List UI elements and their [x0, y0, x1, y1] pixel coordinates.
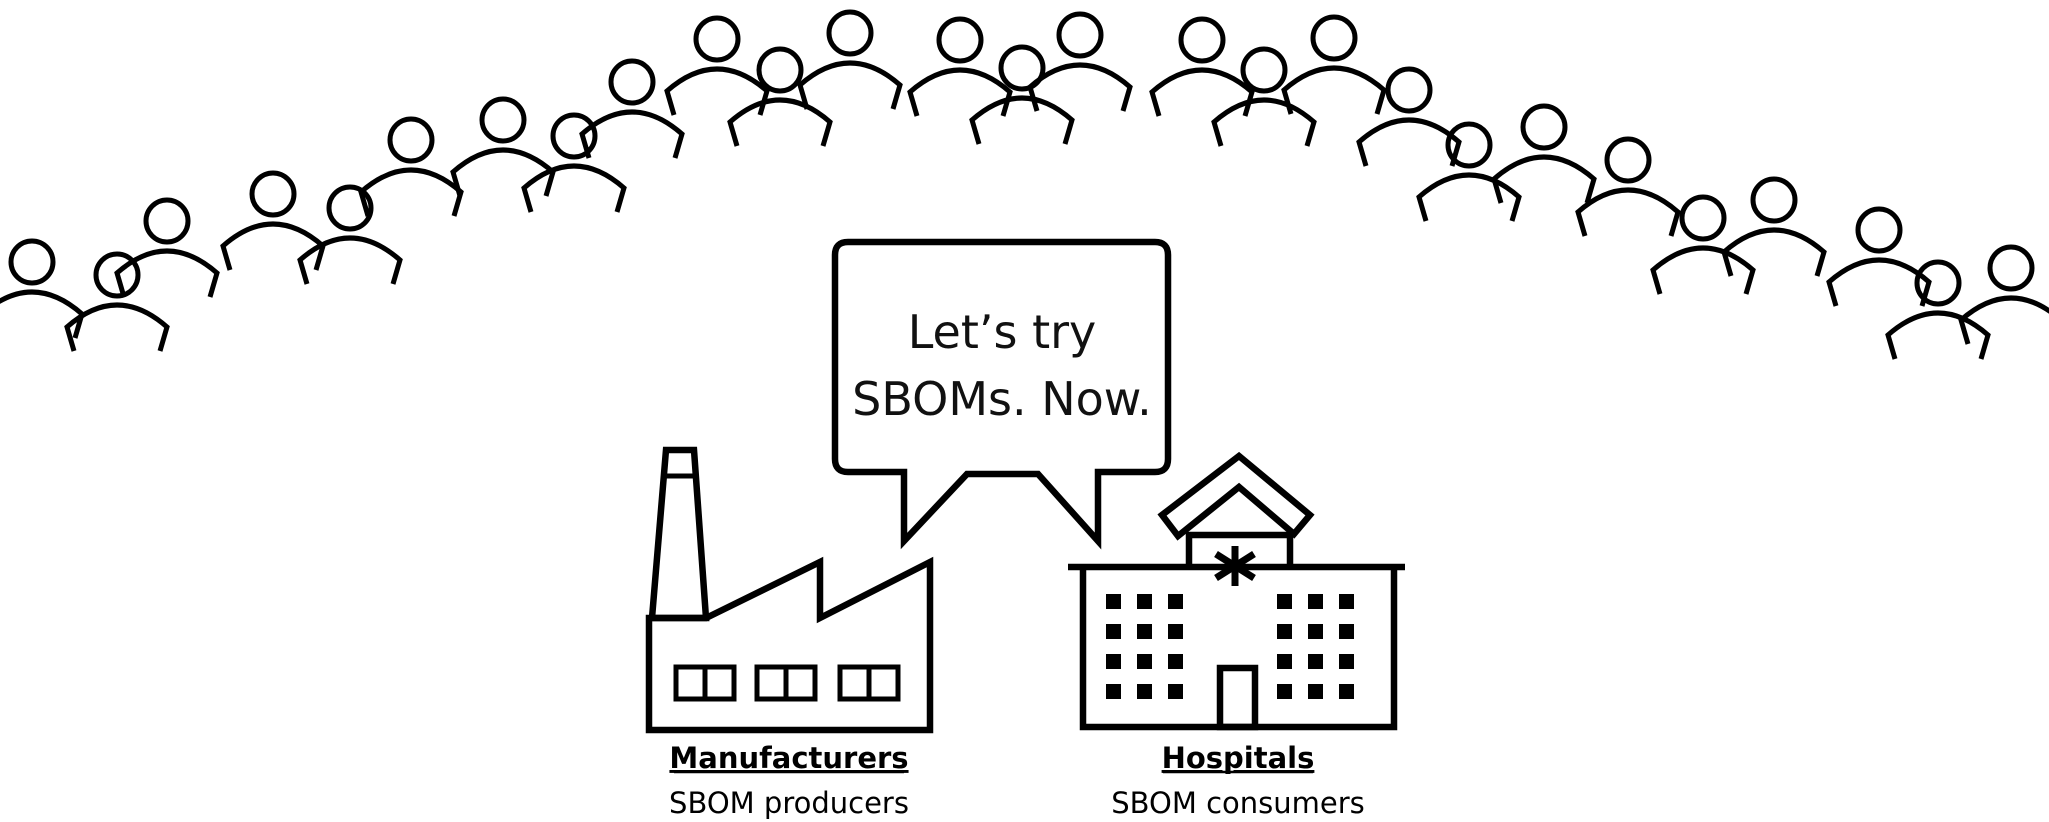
hospital-window	[1277, 594, 1292, 609]
person-icon	[667, 18, 767, 115]
hospital-window	[1339, 624, 1354, 639]
person-icon	[800, 12, 900, 109]
person-icon	[361, 119, 461, 216]
hospital-door	[1216, 664, 1259, 731]
hospital-window	[1106, 654, 1121, 669]
person-icon	[582, 61, 682, 158]
hospital-window	[1277, 654, 1292, 669]
person-icon	[972, 47, 1072, 144]
manufacturers-subtitle: SBOM producers	[669, 786, 909, 820]
person-icon	[117, 200, 217, 297]
hospital-window	[1308, 684, 1323, 699]
person-icon	[1284, 17, 1384, 114]
person-icon	[67, 254, 167, 351]
speech-bubble-outline	[831, 238, 1172, 550]
hospital-window	[1106, 684, 1121, 699]
hospital-window	[1339, 594, 1354, 609]
hospital-window	[1308, 624, 1323, 639]
hospital-window	[1168, 624, 1183, 639]
speech-bubble-line-2: SBOMs. Now.	[852, 372, 1152, 426]
hospital-window	[1277, 624, 1292, 639]
person-icon	[910, 19, 1010, 116]
factory-icon	[645, 446, 934, 734]
hospitals-subtitle: SBOM consumers	[1111, 786, 1365, 820]
person-icon	[1961, 247, 2049, 344]
hospital-window	[1168, 684, 1183, 699]
person-icon	[1214, 49, 1314, 146]
hospital-window	[1339, 654, 1354, 669]
hospital-windows-left	[1106, 594, 1183, 699]
hospital-window	[1106, 624, 1121, 639]
hospital-window	[1137, 594, 1152, 609]
hospitals-title: Hospitals	[1162, 741, 1315, 775]
hospital-windows-right	[1277, 594, 1354, 699]
manufacturers-label: Manufacturers SBOM producers	[669, 741, 909, 820]
speech-bubble-line-1: Let’s try	[908, 305, 1097, 359]
person-icon	[1152, 19, 1252, 116]
hospital-window	[1308, 594, 1323, 609]
hospital-window	[1168, 594, 1183, 609]
hospital-window	[1277, 684, 1292, 699]
hospital-window	[1106, 594, 1121, 609]
hospital-window	[1308, 654, 1323, 669]
factory-windows	[673, 664, 901, 702]
hospital-window	[1137, 654, 1152, 669]
medical-star-icon	[1214, 546, 1256, 586]
person-icon	[730, 49, 830, 146]
person-icon	[1829, 209, 1929, 306]
hospital-window	[1137, 684, 1152, 699]
speech-bubble: Let’s try SBOMs. Now.	[831, 238, 1172, 550]
person-icon	[1030, 14, 1130, 111]
person-icon	[453, 99, 553, 196]
hospitals-label: Hospitals SBOM consumers	[1111, 741, 1365, 820]
person-icon	[1653, 197, 1753, 294]
hospital-window	[1168, 654, 1183, 669]
hospital-window	[1137, 624, 1152, 639]
hospital-window	[1339, 684, 1354, 699]
hospital-icon	[1068, 451, 1405, 731]
manufacturers-title: Manufacturers	[669, 741, 908, 775]
